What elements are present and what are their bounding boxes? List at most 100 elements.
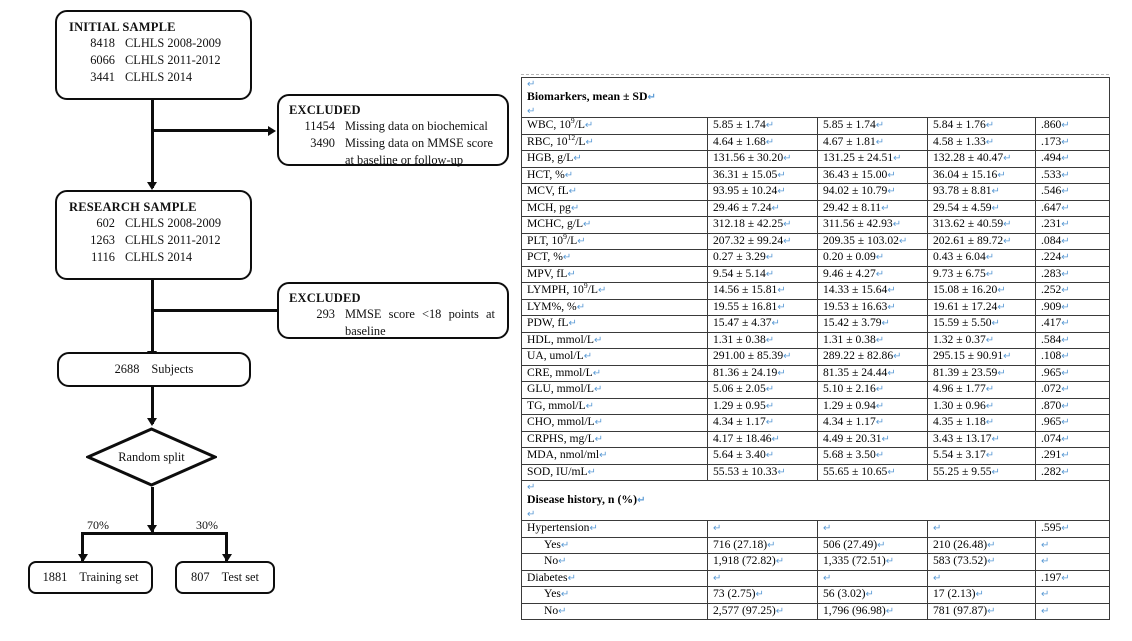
- pilcrow-mark: ↵: [765, 450, 775, 461]
- pilcrow-mark: ↵: [527, 106, 536, 117]
- pilcrow-mark: ↵: [765, 400, 775, 412]
- pilcrow-mark: ↵: [1061, 169, 1070, 181]
- table-row: MCV, fL↵93.95 ± 10.24↵94.02 ± 10.79↵93.7…: [521, 183, 1110, 201]
- cell-pvalue: .647↵: [1035, 199, 1110, 217]
- pilcrow-mark: ↵: [1041, 605, 1050, 617]
- cell-total: 9.54 ± 5.14↵: [707, 265, 818, 283]
- pilcrow-mark: ↵: [775, 605, 785, 617]
- pilcrow-mark: ↵: [985, 136, 995, 148]
- cell-pvalue: .909↵: [1035, 298, 1110, 316]
- pilcrow-mark: ↵: [865, 589, 874, 600]
- table-row: GLU, mmol/L↵5.06 ± 2.05↵5.10 ± 2.16↵4.96…: [521, 381, 1110, 399]
- cell-test: 1.32 ± 0.37↵: [927, 331, 1036, 349]
- cell-training: 19.53 ± 16.63↵: [817, 298, 928, 316]
- pilcrow-mark: ↵: [1061, 523, 1070, 534]
- statistics-table-panel: ↵Biomarkers, mean ± SD↵↵WBC, 109/L↵5.85 …: [521, 77, 1110, 620]
- pilcrow-mark: ↵: [997, 285, 1006, 296]
- reason-label: Missing data on biochemical: [345, 119, 488, 133]
- cell-training: 9.46 ± 4.27↵: [817, 265, 928, 283]
- cell-total: ↵: [707, 569, 818, 587]
- connector-to-excluded-2: [151, 309, 277, 312]
- pilcrow-mark: ↵: [584, 120, 594, 131]
- pilcrow-mark: ↵: [881, 202, 890, 214]
- test-set-label: Test set: [221, 570, 259, 584]
- cell-total: 1,918 (72.82)↵: [707, 553, 818, 571]
- table-continuation-rule: [521, 74, 1109, 75]
- row-label: PLT, 109/L↵: [521, 232, 708, 250]
- cell-training: 56 (3.02)↵: [817, 586, 928, 604]
- row-label: CRE, mmol/L↵: [521, 364, 708, 382]
- cell-total: 29.46 ± 7.24↵: [707, 199, 818, 217]
- row-label: Hypertension↵: [521, 520, 708, 538]
- pilcrow-mark: ↵: [771, 433, 780, 445]
- row-label: No↵: [521, 553, 708, 571]
- pilcrow-mark: ↵: [887, 301, 896, 313]
- pilcrow-mark: ↵: [1061, 417, 1070, 428]
- cell-training: 81.35 ± 24.44↵: [817, 364, 928, 382]
- cell-test: 132.28 ± 40.47↵: [927, 150, 1036, 168]
- cell-pvalue: .533↵: [1035, 166, 1110, 184]
- split-right-percent: 30%: [196, 518, 218, 532]
- row-label: HDL, mmol/L↵: [521, 331, 708, 349]
- connector-initial-to-research: [151, 100, 154, 188]
- pilcrow-mark: ↵: [777, 285, 786, 296]
- cell-total: 15.47 ± 4.37↵: [707, 315, 818, 333]
- subjects-label: Subjects: [151, 362, 194, 376]
- pilcrow-mark: ↵: [573, 153, 582, 164]
- initial-sample-row: 6066 CLHLS 2011-2012: [69, 52, 240, 69]
- cell-total: 0.27 ± 3.29↵: [707, 249, 818, 267]
- row-label: Yes↵: [521, 536, 708, 554]
- pilcrow-mark: ↵: [1061, 334, 1070, 346]
- pilcrow-mark: ↵: [783, 235, 792, 247]
- row-label: Yes↵: [521, 586, 708, 604]
- row-label: PCT, %↵: [521, 249, 708, 267]
- pilcrow-mark: ↵: [885, 556, 895, 567]
- pilcrow-mark: ↵: [1061, 367, 1070, 379]
- cell-training: ↵: [817, 520, 928, 538]
- cell-pvalue: .231↵: [1035, 216, 1110, 234]
- connector-to-test-set: [225, 532, 228, 561]
- table-row: MPV, fL↵9.54 ± 5.14↵9.46 ± 4.27↵9.73 ± 6…: [521, 265, 1110, 283]
- pilcrow-mark: ↵: [985, 268, 995, 280]
- cell-pvalue: .965↵: [1035, 414, 1110, 432]
- table-row: CRE, mmol/L↵81.36 ± 24.19↵81.35 ± 24.44↵…: [521, 364, 1110, 382]
- cell-training: 0.20 ± 0.09↵: [817, 249, 928, 267]
- arrowhead-icon: [147, 418, 157, 426]
- pilcrow-mark: ↵: [997, 169, 1006, 181]
- excluded-2-title: EXCLUDED: [289, 291, 361, 305]
- diamond-shape-icon: [84, 427, 219, 487]
- pilcrow-mark: ↵: [985, 400, 995, 412]
- pilcrow-mark: ↵: [987, 605, 996, 617]
- connector-to-excluded-1: [151, 129, 273, 132]
- connector-subjects-to-split: [151, 387, 154, 424]
- pilcrow-mark: ↵: [875, 400, 885, 412]
- row-label: MCHC, g/L↵: [521, 216, 708, 234]
- count: 602: [96, 216, 115, 230]
- pilcrow-mark: ↵: [585, 136, 594, 148]
- row-label: MCH, pg↵: [521, 199, 708, 217]
- pilcrow-mark: ↵: [1061, 153, 1070, 164]
- table-row: No↵2,577 (97.25)↵1,796 (96.98)↵781 (97.8…: [521, 602, 1110, 620]
- pilcrow-mark: ↵: [589, 523, 598, 534]
- count: 3441: [90, 70, 115, 84]
- cell-test: 210 (26.48)↵: [927, 536, 1036, 554]
- pilcrow-mark: ↵: [933, 523, 942, 534]
- test-set-count: 807: [191, 570, 210, 584]
- cell-test: ↵: [927, 569, 1036, 587]
- cell-test: 55.25 ± 9.55↵: [927, 463, 1036, 481]
- unit-exponent: 12: [567, 134, 576, 142]
- pilcrow-mark: ↵: [975, 589, 984, 600]
- cell-test: 5.84 ± 1.76↵: [927, 117, 1036, 135]
- excluded-1-title: EXCLUDED: [289, 103, 361, 117]
- cell-test: 295.15 ± 90.91↵: [927, 348, 1036, 366]
- row-label: No↵: [521, 602, 708, 620]
- pilcrow-mark: ↵: [1061, 318, 1070, 329]
- cell-total: 131.56 ± 30.20↵: [707, 150, 818, 168]
- pilcrow-mark: ↵: [771, 202, 780, 214]
- cell-total: 4.17 ± 18.46↵: [707, 430, 818, 448]
- cell-test: 3.43 ± 13.17↵: [927, 430, 1036, 448]
- pilcrow-mark: ↵: [1041, 589, 1050, 600]
- pilcrow-mark: ↵: [593, 384, 603, 395]
- cell-test: 4.35 ± 1.18↵: [927, 414, 1036, 432]
- cell-test: 0.43 ± 6.04↵: [927, 249, 1036, 267]
